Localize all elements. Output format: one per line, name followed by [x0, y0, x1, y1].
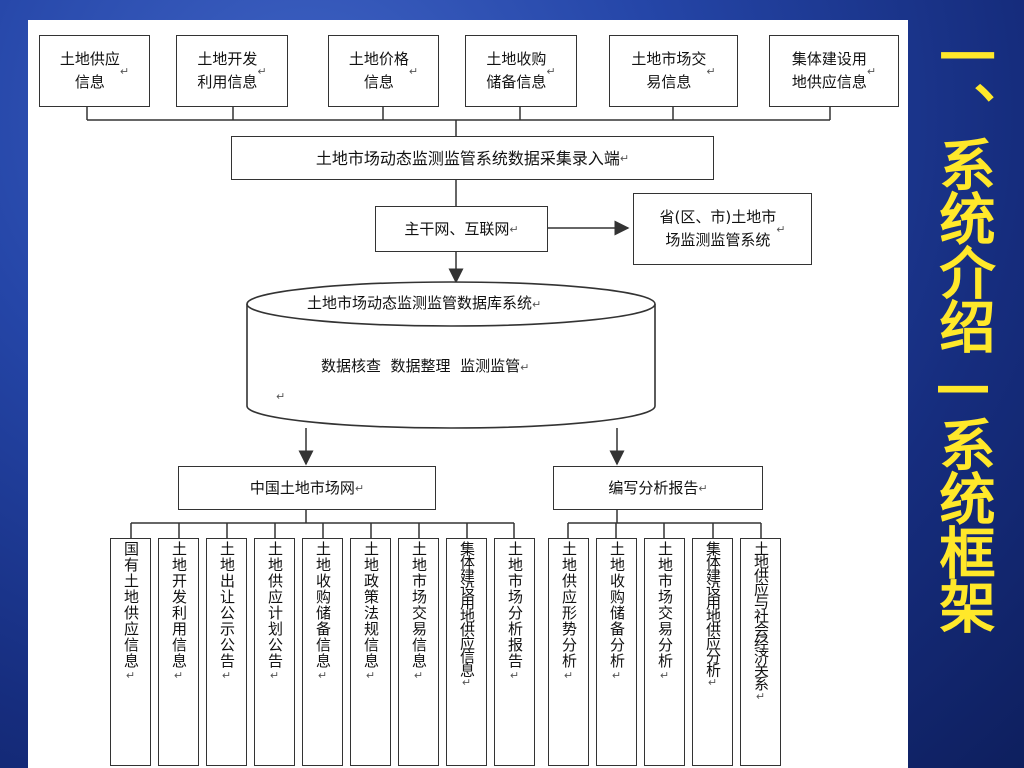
report-item-label: 土地市场交易分析 — [656, 541, 674, 669]
report-item-reserve-analysis: 土地收购储备分析↵ — [596, 538, 637, 766]
slide-title: 一、系统介绍—系统框架 — [910, 28, 1016, 748]
database-empty-line: ↵ — [276, 386, 285, 404]
source-box-land-reserve: 土地收购 储备信息↵ — [465, 35, 577, 107]
website-item-label: 土地供应计划公告 — [266, 541, 284, 669]
return-mark-icon: ↵ — [532, 298, 542, 311]
website-item-collective-land: 集体建设用地供应信息↵ — [446, 538, 487, 766]
website-item-market-trade: 土地市场交易信息↵ — [398, 538, 439, 766]
return-mark-icon: ↵ — [706, 64, 716, 78]
source-box-land-development: 土地开发 利用信息↵ — [176, 35, 288, 107]
provincial-system-label: 省(区、市)土地市 场监测监管系统 — [659, 208, 777, 249]
source-box-land-market-trade: 土地市场交 易信息↵ — [609, 35, 738, 107]
return-mark-icon: ↵ — [563, 669, 574, 682]
source-label: 土地价格 信息 — [348, 50, 409, 91]
website-item-label: 土地开发利用信息 — [170, 541, 188, 669]
website-item-transfer-notice: 土地出让公示公告↵ — [206, 538, 247, 766]
report-item-socioeconomic-relation: 土地供应与社会经济关系↵ — [740, 538, 781, 766]
website-label: 中国土地市场网 — [249, 478, 355, 497]
return-mark-icon: ↵ — [257, 64, 267, 78]
website-item-policy-regulation: 土地政策法规信息↵ — [350, 538, 391, 766]
database-cylinder — [246, 281, 656, 429]
website-item-label: 国有土地供应信息 — [122, 541, 140, 669]
source-box-land-price: 土地价格 信息↵ — [328, 35, 439, 107]
return-mark-icon: ↵ — [509, 222, 519, 236]
report-item-supply-trend: 土地供应形势分析↵ — [548, 538, 589, 766]
china-land-market-website-box: 中国土地市场网↵ — [178, 466, 436, 510]
source-box-land-supply: 土地供应 信息↵ — [39, 35, 150, 107]
return-mark-icon: ↵ — [509, 669, 520, 682]
website-item-land-reserve: 土地收购储备信息↵ — [302, 538, 343, 766]
website-item-state-land-supply: 国有土地供应信息↵ — [110, 538, 151, 766]
return-mark-icon: ↵ — [408, 64, 419, 78]
return-mark-icon: ↵ — [365, 669, 376, 682]
source-label: 土地供应 信息 — [59, 50, 120, 91]
report-item-label: 土地收购储备分析 — [608, 541, 626, 669]
return-mark-icon: ↵ — [611, 669, 622, 682]
return-mark-icon: ↵ — [520, 361, 530, 374]
website-item-label: 土地市场交易信息 — [410, 541, 428, 669]
return-mark-icon: ↵ — [413, 669, 424, 682]
return-mark-icon: ↵ — [619, 151, 630, 165]
analysis-report-box: 编写分析报告↵ — [553, 466, 763, 510]
return-mark-icon: ↵ — [354, 481, 365, 495]
return-mark-icon: ↵ — [866, 64, 877, 78]
return-mark-icon: ↵ — [173, 669, 184, 682]
data-collection-box: 土地市场动态监测监管系统数据采集录入端↵ — [231, 136, 714, 180]
return-mark-icon: ↵ — [119, 64, 130, 78]
website-item-label: 土地出让公示公告 — [218, 541, 236, 669]
data-collection-label: 土地市场动态监测监管系统数据采集录入端 — [315, 148, 620, 168]
report-item-trade-analysis: 土地市场交易分析↵ — [644, 538, 685, 766]
database-title: 土地市场动态监测监管数据库系统↵ — [307, 292, 541, 313]
reports-label: 编写分析报告 — [608, 478, 699, 497]
source-box-collective-land: 集体建设用 地供应信息↵ — [769, 35, 899, 107]
return-mark-icon: ↵ — [276, 390, 286, 403]
report-item-label: 土地供应形势分析 — [560, 541, 578, 669]
report-item-label: 土地供应与社会经济关系 — [752, 541, 770, 690]
report-item-collective-land-analysis: 集体建设用地供应分析↵ — [692, 538, 733, 766]
network-box: 主干网、互联网↵ — [375, 206, 548, 252]
return-mark-icon: ↵ — [755, 689, 766, 703]
return-mark-icon: ↵ — [698, 481, 708, 495]
website-item-land-development: 土地开发利用信息↵ — [158, 538, 199, 766]
website-item-supply-plan: 土地供应计划公告↵ — [254, 538, 295, 766]
return-mark-icon: ↵ — [317, 669, 328, 682]
return-mark-icon: ↵ — [269, 669, 280, 682]
network-label: 主干网、互联网 — [404, 219, 510, 238]
slide-title-text: 一、系统介绍—系统框架 — [930, 28, 996, 632]
database-title-label: 土地市场动态监测监管数据库系统 — [307, 294, 533, 312]
website-item-market-report: 土地市场分析报告↵ — [494, 538, 535, 766]
return-mark-icon: ↵ — [707, 676, 718, 689]
report-item-label: 集体建设用地供应分析 — [704, 541, 722, 676]
source-label: 土地收购 储备信息 — [486, 50, 547, 91]
website-item-label: 土地市场分析报告 — [506, 541, 524, 669]
connector-lines — [86, 107, 831, 538]
return-mark-icon: ↵ — [659, 669, 670, 682]
return-mark-icon: ↵ — [125, 669, 136, 682]
database-functions-label: 数据核查 数据整理 监测监管 — [321, 357, 521, 375]
website-item-label: 集体建设用地供应信息 — [458, 541, 476, 676]
return-mark-icon: ↵ — [546, 64, 556, 78]
database-functions: 数据核查 数据整理 监测监管↵ — [321, 355, 529, 376]
return-mark-icon: ↵ — [221, 669, 232, 682]
source-label: 土地市场交 易信息 — [631, 50, 707, 91]
return-mark-icon: ↵ — [461, 676, 472, 689]
diagram-panel: 土地供应 信息↵ 土地开发 利用信息↵ 土地价格 信息↵ 土地收购 储备信息↵ … — [28, 20, 908, 768]
website-item-label: 土地收购储备信息 — [314, 541, 332, 669]
return-mark-icon: ↵ — [776, 222, 786, 236]
provincial-system-box: 省(区、市)土地市 场监测监管系统↵ — [633, 193, 812, 265]
source-label: 土地开发 利用信息 — [197, 50, 258, 91]
website-item-label: 土地政策法规信息 — [362, 541, 380, 669]
source-label: 集体建设用 地供应信息 — [791, 50, 867, 91]
